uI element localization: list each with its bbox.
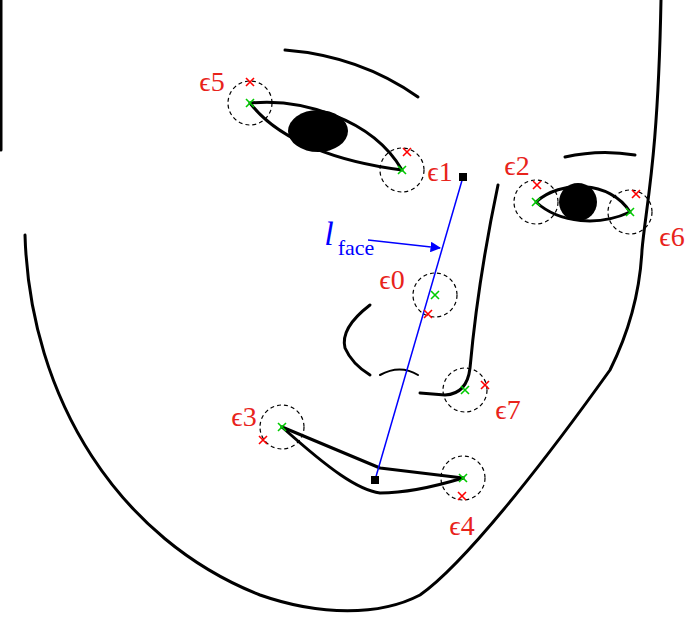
error-circle [228,81,272,125]
error-label: ϵ5 [199,68,224,96]
error-circle [441,456,485,500]
left-pupil [288,110,348,152]
nostril [380,370,418,376]
error-label: ϵ3 [231,403,256,431]
point-cross [259,436,267,444]
point-cross [431,291,439,299]
error-label: ϵ7 [495,396,520,424]
point-cross [246,99,254,107]
error-circle [380,148,424,192]
error-circle [260,405,304,449]
point-cross [278,423,286,431]
face-axis [375,177,463,480]
axis-label: face [338,237,375,259]
point-cross [424,310,432,318]
error-circle [413,273,457,317]
right-pupil [559,183,597,221]
axis-pointer [368,240,440,248]
point-cross [626,208,634,216]
point-cross [632,190,640,198]
error-circle [443,368,487,412]
error-circle [514,180,558,224]
point-cross [459,474,467,482]
point-cross [246,78,254,86]
nose-bridge [420,185,498,395]
left-eye [250,102,402,170]
axis-label: l [324,217,333,251]
face-outline [25,0,661,611]
error-label: ϵ2 [504,152,529,180]
right-brow [565,152,635,157]
frame-edge [0,0,3,150]
error-label: ϵ1 [427,158,452,186]
point-cross [461,386,469,394]
error-label: ϵ0 [379,266,404,294]
point-cross [458,492,466,500]
axis-end [371,476,379,484]
lower-lip [282,427,463,493]
error-label: ϵ4 [449,512,474,540]
point-cross [481,381,489,389]
error-circle [608,190,652,234]
point-cross [532,198,540,206]
point-cross [533,181,541,189]
nose-side [344,305,370,375]
left-brow [285,50,418,97]
axis-end [459,173,467,181]
point-cross [398,166,406,174]
point-cross [403,148,411,156]
error-label: ϵ6 [659,223,684,251]
